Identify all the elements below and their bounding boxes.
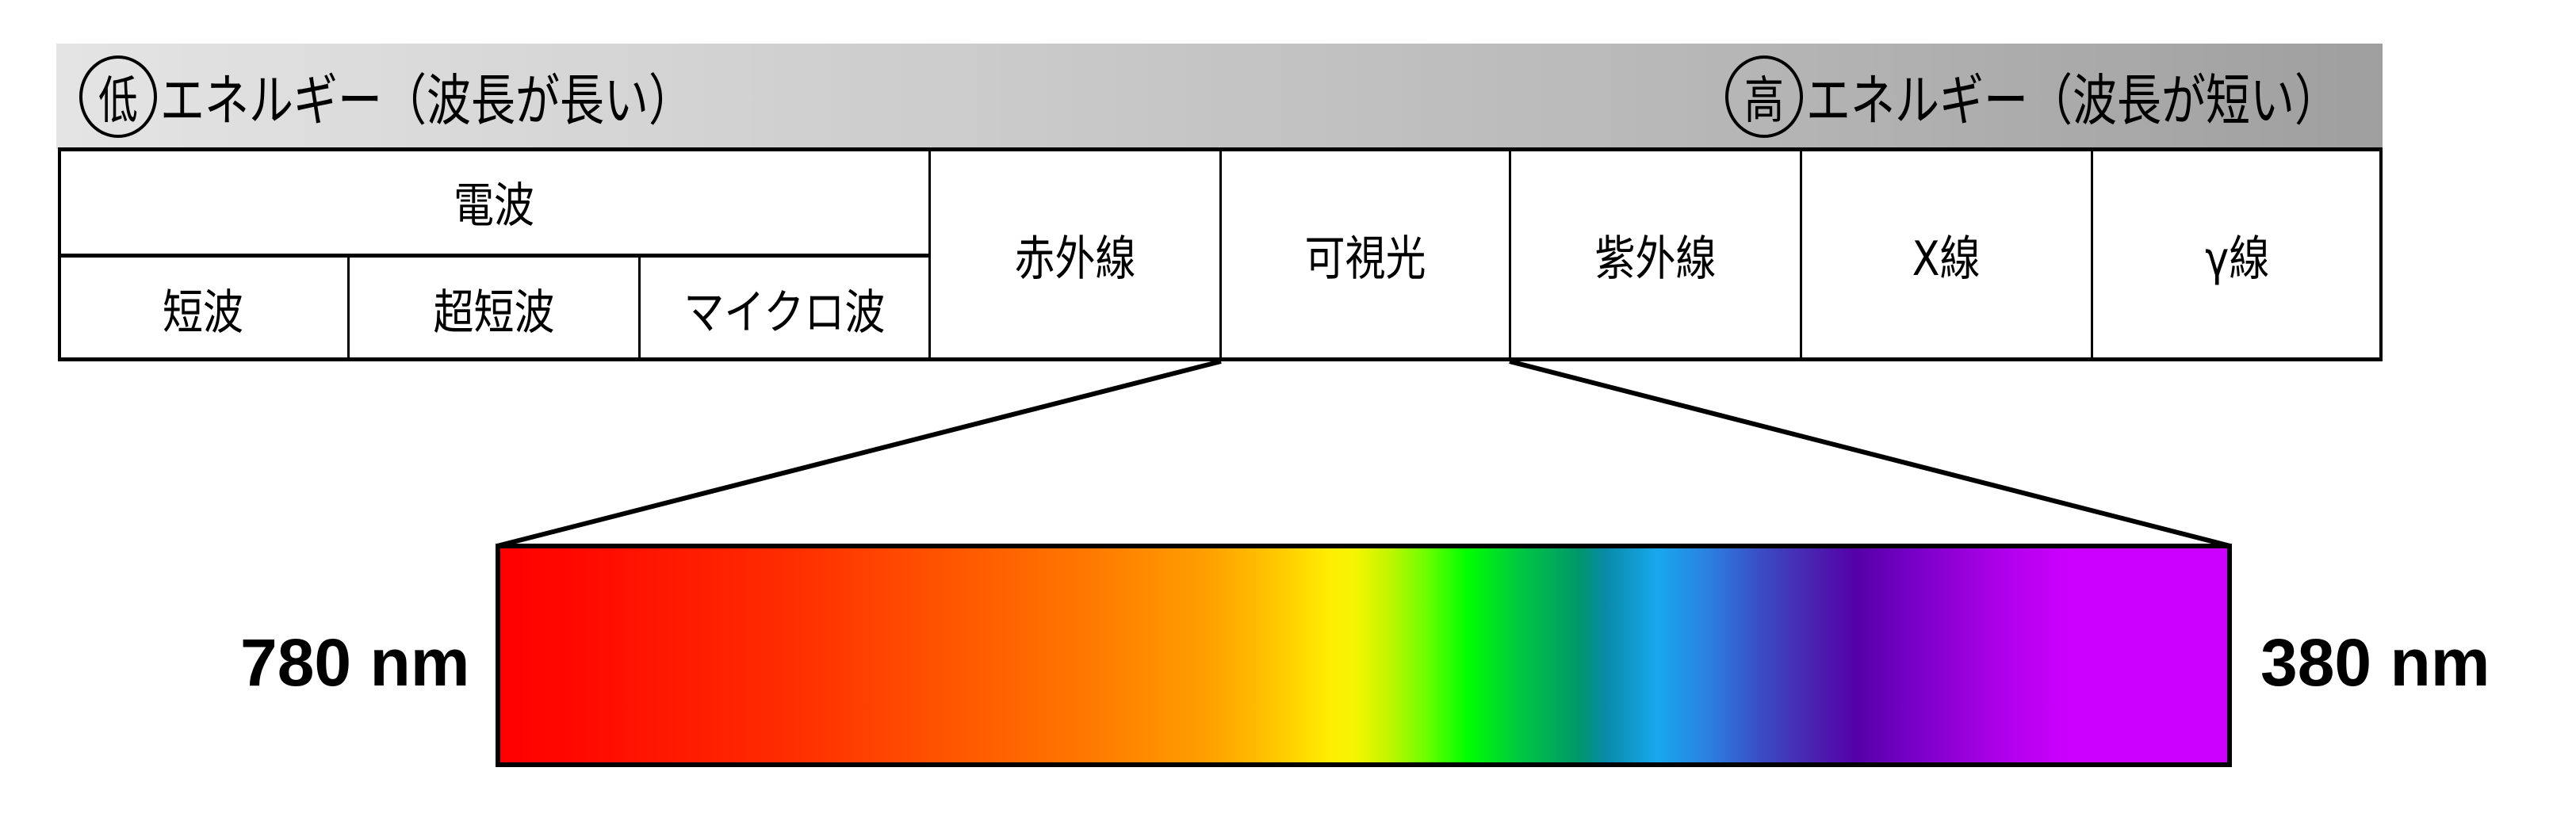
col-divider-7 xyxy=(2091,147,2093,361)
cell-radio-wave: 電波 xyxy=(58,147,929,255)
col-divider-5 xyxy=(1509,147,1511,361)
visible-light-label: 可視光 xyxy=(1304,231,1426,287)
vhf-label: 超短波 xyxy=(433,284,554,341)
cell-infrared: 赤外線 xyxy=(929,147,1220,361)
col-divider-4 xyxy=(1219,147,1222,361)
energy-band: 低 エネルギー（波長が長い） 高 エネルギー（波長が短い） xyxy=(56,44,2383,149)
col-divider-6 xyxy=(1800,147,1802,361)
cell-microwave: マイクロ波 xyxy=(639,255,929,361)
table-left-border xyxy=(58,147,61,361)
high-circle-badge: 高 xyxy=(1725,55,1803,138)
high-energy-label: 高 エネルギー（波長が短い） xyxy=(1725,44,2472,149)
radio-wave-divider xyxy=(58,254,929,258)
low-circle-badge: 低 xyxy=(79,55,157,138)
microwave-label: マイクロ波 xyxy=(683,284,885,341)
cell-visible-light: 可視光 xyxy=(1220,147,1510,361)
col-divider-1 xyxy=(347,255,350,361)
radio-wave-label: 電波 xyxy=(453,178,534,234)
cell-x-ray: X線 xyxy=(1801,147,2092,361)
col-divider-3 xyxy=(928,147,931,361)
infrared-label: 赤外線 xyxy=(1014,231,1135,287)
cell-short-wave: 短波 xyxy=(58,255,348,361)
low-energy-label: 低 エネルギー（波長が長い） xyxy=(79,44,826,149)
cell-vhf: 超短波 xyxy=(348,255,639,361)
connector-left-line xyxy=(496,359,1222,548)
high-circle-char: 高 xyxy=(1744,71,1784,131)
cell-gamma-ray: γ線 xyxy=(2092,147,2383,361)
low-energy-text: エネルギー（波長が長い） xyxy=(160,68,693,133)
visible-spectrum-bar xyxy=(496,544,2232,767)
connector-right-line xyxy=(1509,359,2231,548)
col-divider-2 xyxy=(638,255,641,361)
short-wave-label: 短波 xyxy=(163,284,243,341)
wavelength-780-label: 780 nm xyxy=(240,625,470,700)
ultraviolet-label: 紫外線 xyxy=(1594,231,1716,287)
cell-ultraviolet: 紫外線 xyxy=(1510,147,1801,361)
table-right-border xyxy=(2379,147,2383,361)
x-ray-label: X線 xyxy=(1912,231,1981,287)
high-energy-text: エネルギー（波長が短い） xyxy=(1806,68,2339,133)
low-circle-char: 低 xyxy=(98,71,138,131)
wavelength-380-label: 380 nm xyxy=(2260,625,2490,700)
gamma-ray-label: γ線 xyxy=(2204,231,2270,287)
